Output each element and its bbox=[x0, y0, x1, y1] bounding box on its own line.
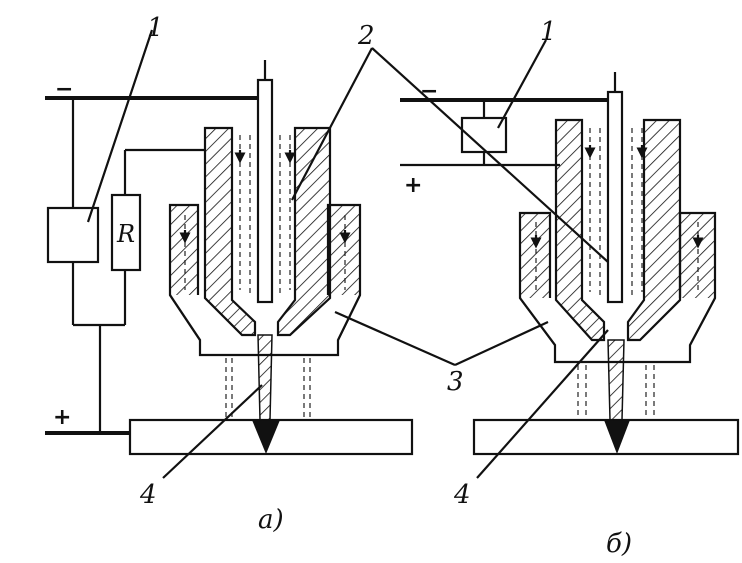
gas-flow-b bbox=[530, 128, 704, 418]
minus-sign-a: − bbox=[55, 77, 73, 102]
plus-sign-b: + bbox=[404, 173, 422, 198]
electrode-a bbox=[256, 60, 274, 304]
callout-4-right: 4 bbox=[453, 480, 471, 510]
caption-a: а) bbox=[258, 505, 284, 535]
weld-pool-b bbox=[604, 420, 630, 454]
callout-1-right: 1 bbox=[540, 17, 557, 47]
callout-1-left: 1 bbox=[147, 13, 164, 43]
torch-diagram-b: − + bbox=[400, 72, 740, 456]
leader-lines bbox=[86, 29, 609, 479]
weld-pool-a bbox=[252, 420, 280, 454]
circuit-b: − + bbox=[400, 79, 612, 198]
inner-nozzle-b bbox=[554, 118, 682, 342]
gas-flow-a bbox=[179, 135, 351, 418]
electrode-b bbox=[606, 72, 624, 304]
torch-diagram-a: R − + bbox=[45, 60, 414, 456]
callout-3: 3 bbox=[447, 367, 464, 397]
caption-b: б) bbox=[606, 529, 632, 559]
minus-sign-b: − bbox=[420, 79, 438, 104]
inner-nozzle-a bbox=[203, 126, 332, 337]
plasma-jet-b bbox=[607, 339, 625, 421]
callout-2: 2 bbox=[357, 21, 375, 51]
plus-sign-a: + bbox=[53, 405, 71, 430]
resistor-label: R bbox=[116, 220, 135, 248]
plasma-column-a bbox=[257, 334, 273, 421]
workpiece-b bbox=[472, 418, 740, 456]
resistor-r bbox=[110, 193, 142, 272]
callout-4-left: 4 bbox=[139, 480, 157, 510]
